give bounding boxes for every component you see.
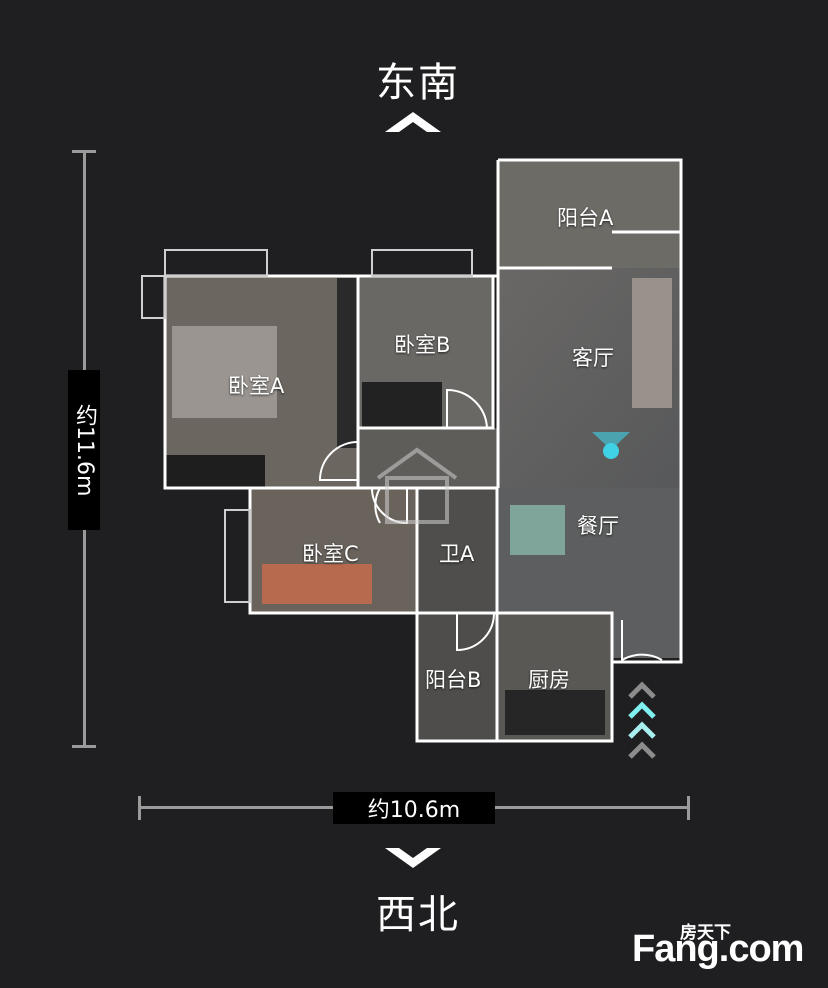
room-floors — [165, 160, 681, 741]
floor-kitchen-dark — [505, 690, 605, 735]
room-label-dining-room: 餐厅 — [577, 514, 619, 538]
window-bedroom-c — [224, 509, 251, 603]
chevron-up-icon[interactable] — [383, 110, 443, 134]
window-bedroom-a — [164, 249, 268, 277]
door-bedroom-b[interactable] — [446, 388, 488, 429]
room-label-living-room: 客厅 — [572, 346, 614, 370]
height-dimension-label: 约11.6m — [68, 370, 100, 530]
viewer-direction-cone — [592, 432, 630, 450]
floor-table — [510, 505, 565, 555]
window-bedroom-a-side — [141, 275, 166, 319]
floor-bedroom-b-dark — [362, 382, 442, 428]
room-label-kitchen: 厨房 — [528, 668, 570, 692]
room-label-bedroom-a: 卧室A — [228, 374, 285, 398]
viewer-dot — [603, 443, 619, 459]
floor-bedroom-a-dark — [165, 455, 265, 488]
window-bedroom-b — [371, 249, 473, 277]
dimension-cap-right — [687, 796, 690, 820]
direction-label-bottom: 西北 — [376, 892, 460, 938]
door-balcony-b[interactable] — [456, 612, 495, 652]
room-label-bathroom-a: 卫A — [439, 542, 475, 566]
direction-label-top: 东南 — [376, 60, 460, 106]
door-bedroom-a[interactable] — [318, 441, 359, 481]
fang-logo: 房天下 Fang.com — [632, 918, 812, 973]
floor-sofa — [632, 278, 672, 408]
door-bedroom-c[interactable] — [374, 487, 381, 524]
floor-bed-a — [172, 326, 277, 418]
dimension-cap-bottom — [72, 745, 96, 748]
floor-bedroom-c-bed — [262, 564, 372, 604]
floor-bathroom-a[interactable] — [417, 488, 497, 613]
room-label-bedroom-c: 卧室C — [302, 542, 359, 566]
width-dimension-label: 约10.6m — [333, 792, 495, 824]
floor-bedroom-a-closet — [337, 278, 357, 448]
room-label-balcony-b: 阳台B — [425, 668, 482, 692]
center-watermark-icon — [376, 447, 458, 524]
chevron-down-icon[interactable] — [383, 846, 443, 870]
entrance-chevron-3 — [628, 721, 656, 739]
fang-logo-top-text: 房天下 — [680, 923, 731, 943]
room-label-bedroom-b: 卧室B — [394, 333, 451, 357]
door-entrance[interactable] — [621, 620, 663, 662]
windows — [141, 249, 473, 603]
fang-logo-main-text: Fang.com — [632, 928, 804, 970]
entrance-chevron-4 — [628, 741, 656, 759]
viewer-position-marker[interactable] — [592, 432, 630, 459]
floor-balcony-a[interactable] — [498, 160, 681, 268]
entrance-chevron-1 — [628, 681, 656, 699]
room-label-balcony-a: 阳台A — [557, 206, 614, 230]
entrance-chevrons-icon[interactable] — [628, 681, 656, 759]
entrance-chevron-2 — [628, 701, 656, 719]
